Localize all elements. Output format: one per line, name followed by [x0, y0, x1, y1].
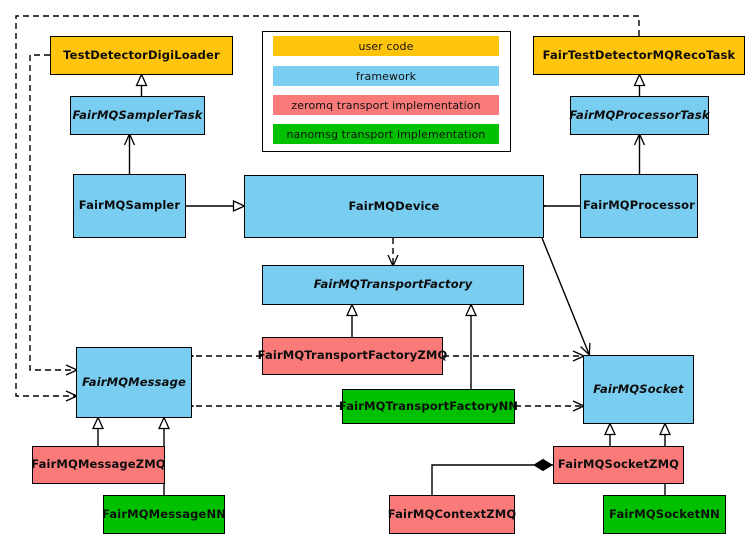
- class-label: FairMQTransportFactory: [313, 277, 473, 292]
- class-label: FairMQSocket: [593, 381, 684, 396]
- class-node-fairmqtransportfactorynn[interactable]: FairMQTransportFactoryNN: [338, 389, 519, 424]
- class-node-fairmqsamplertask[interactable]: FairMQSamplerTask: [70, 96, 205, 135]
- class-label: FairMQProcessorTask: [569, 107, 710, 122]
- class-node-fairtestdetectormqrecotask[interactable]: FairTestDetectorMQRecoTask: [533, 36, 745, 75]
- legend-label-framework: framework: [355, 69, 417, 83]
- class-label: FairMQSamplerTask: [72, 107, 203, 122]
- class-label: FairMQDevice: [348, 198, 440, 213]
- class-label: FairMQMessage: [82, 374, 186, 389]
- class-label: FairMQMessageNN: [102, 506, 226, 521]
- class-label: FairMQContextZMQ: [387, 506, 517, 521]
- class-node-testdetectordigiloader[interactable]: TestDetectorDigiLoader: [50, 36, 233, 75]
- class-label: FairMQSocketZMQ: [557, 457, 680, 472]
- legend-label-user-code: user code: [358, 39, 414, 53]
- class-label: FairMQProcessor: [583, 198, 695, 213]
- legend-label-zeromq: zeromq transport implementation: [291, 98, 481, 112]
- class-node-fairmqmessagezmq[interactable]: FairMQMessageZMQ: [31, 446, 166, 484]
- class-label: TestDetectorDigiLoader: [63, 47, 220, 62]
- class-node-fairmqsocketzmq[interactable]: FairMQSocketZMQ: [553, 446, 684, 484]
- class-label: FairMQTransportFactoryZMQ: [257, 348, 448, 363]
- class-node-fairmqsocket[interactable]: FairMQSocket: [583, 355, 694, 424]
- edge-socketzmq-contextzmq: [431, 458, 553, 495]
- class-label: FairTestDetectorMQRecoTask: [542, 47, 736, 62]
- class-node-fairmqdevice[interactable]: FairMQDevice: [244, 175, 544, 238]
- class-node-fairmqprocessortask[interactable]: FairMQProcessorTask: [569, 96, 710, 135]
- class-node-fairmqmessage[interactable]: FairMQMessage: [76, 347, 192, 418]
- class-label: FairMQTransportFactoryNN: [338, 398, 519, 413]
- class-node-fairmqprocessor[interactable]: FairMQProcessor: [580, 174, 698, 238]
- class-label: FairMQSampler: [78, 198, 181, 213]
- class-label: FairMQSocketNN: [609, 506, 720, 521]
- legend-item-zeromq: zeromq transport implementation: [273, 95, 499, 115]
- class-node-fairmqsampler[interactable]: FairMQSampler: [73, 174, 186, 238]
- class-node-fairmqtransportfactory[interactable]: FairMQTransportFactory: [262, 265, 524, 305]
- class-node-fairmqcontextzmq[interactable]: FairMQContextZMQ: [387, 495, 517, 534]
- legend-item-user-code: user code: [273, 36, 499, 56]
- legend-label-nanomsg: nanomsg transport implementation: [286, 127, 486, 141]
- edge-device-socket: [541, 237, 591, 357]
- class-node-fairmqtransportfactoryzmq[interactable]: FairMQTransportFactoryZMQ: [258, 337, 447, 375]
- edge-digiloader-message: [29, 54, 79, 376]
- legend-item-nanomsg: nanomsg transport implementation: [273, 124, 499, 144]
- class-node-fairmqmessagenn[interactable]: FairMQMessageNN: [102, 495, 226, 534]
- legend-item-framework: framework: [273, 66, 499, 86]
- class-node-fairmqsocketnn[interactable]: FairMQSocketNN: [603, 495, 726, 534]
- class-label: FairMQMessageZMQ: [31, 457, 166, 472]
- edge-recotask-message: [15, 15, 640, 402]
